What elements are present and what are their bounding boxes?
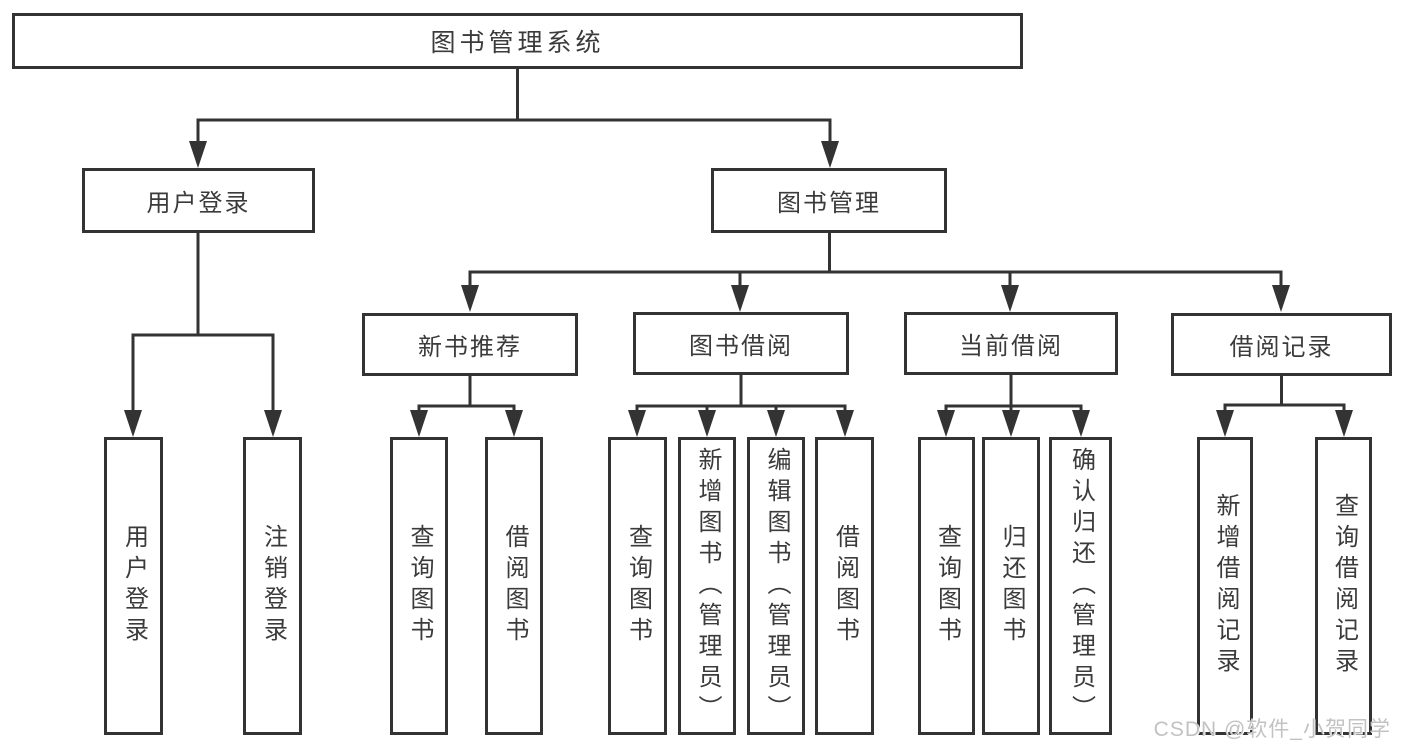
leaf-cb-return-books: 归还图书 [982,437,1040,735]
node-label: 图书管理 [777,190,881,217]
node-user-login: 用户登录 [82,168,315,233]
leaf-label: 确认归还（管理员） [1067,446,1095,726]
node-library-management-system: 图书管理系统 [12,13,1023,69]
node-current-borrowing: 当前借阅 [904,312,1118,375]
leaf-logout: 注销登录 [243,437,302,735]
leaf-bb-add-books-admin: 新增图书（管理员） [678,437,736,735]
node-new-book-recommend: 新书推荐 [362,313,578,376]
leaf-label: 新增借阅记录 [1212,493,1239,679]
leaf-label: 编辑图书（管理员） [763,446,790,726]
node-label: 借阅记录 [1229,334,1334,361]
connector-book-management-branch [461,233,1290,312]
node-label: 当前借阅 [959,333,1063,360]
leaf-label: 查询借阅记录 [1330,493,1358,679]
leaf-label: 归还图书 [998,524,1025,648]
node-label: 图书借阅 [689,333,793,360]
node-book-borrowing: 图书借阅 [633,312,849,375]
leaf-label: 查询图书 [933,524,961,648]
connector-root-to-level2 [189,69,839,168]
node-label: 新书推荐 [418,334,522,361]
node-book-management: 图书管理 [711,168,947,233]
leaf-br-add-record: 新增借阅记录 [1197,437,1253,735]
leaf-label: 查询图书 [624,524,652,648]
node-label: 图书管理系统 [430,29,605,57]
leaf-br-query-record: 查询借阅记录 [1315,437,1372,735]
watermark-csdn: CSDN @软件_小贺同学 [1153,718,1391,741]
connector-book-borrow-branch [628,375,854,437]
leaf-label: 查询图书 [406,524,433,648]
connector-borrow-record-branch [1216,376,1353,437]
leaf-cb-query-books: 查询图书 [918,437,975,735]
connector-current-borrow-branch [937,375,1090,437]
leaf-bb-edit-books-admin: 编辑图书（管理员） [747,437,805,735]
leaf-nb-borrow-books: 借阅图书 [485,437,543,735]
leaf-label: 注销登录 [259,524,287,648]
node-label: 用户登录 [146,190,251,217]
connector-user-login-branch [124,233,282,437]
leaf-user-login: 用户登录 [104,437,163,735]
leaf-label: 借阅图书 [831,524,859,648]
leaf-label: 借阅图书 [501,524,528,648]
leaf-nb-query-books: 查询图书 [390,437,448,735]
node-borrowing-records: 借阅记录 [1171,313,1392,376]
leaf-bb-query-books: 查询图书 [608,437,667,735]
leaf-bb-borrow-books: 借阅图书 [815,437,874,735]
leaf-label: 新增图书（管理员） [694,446,721,726]
leaf-label: 用户登录 [120,524,148,648]
leaf-cb-confirm-return-admin: 确认归还（管理员） [1049,437,1112,735]
connector-new-book-branch [410,376,523,437]
